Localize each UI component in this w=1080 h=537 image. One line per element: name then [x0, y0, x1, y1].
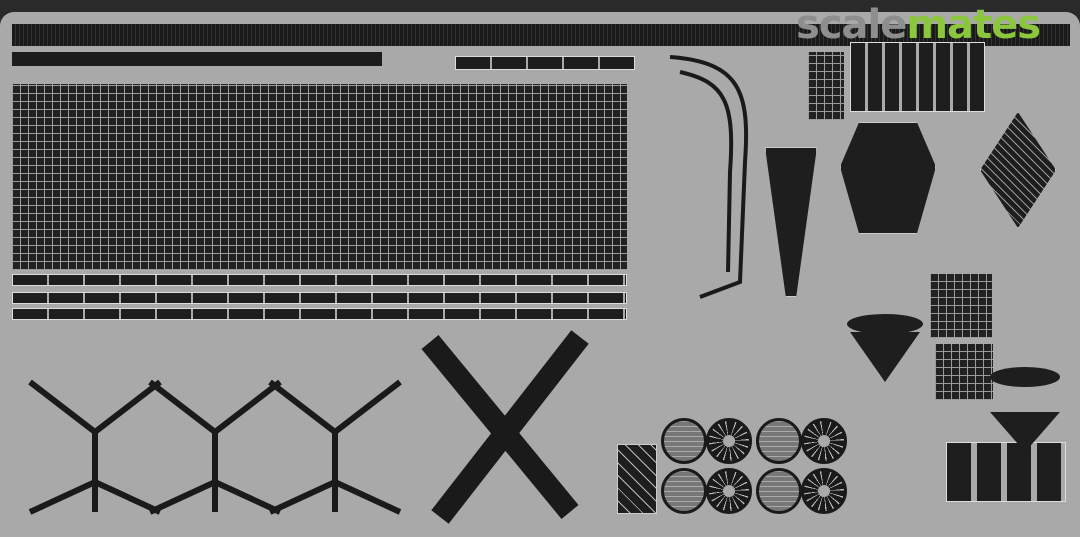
headlight-lattice — [617, 444, 657, 514]
net-grid — [12, 84, 627, 270]
ladder-strip-1 — [12, 274, 627, 286]
small-platforms — [946, 442, 1066, 502]
scalemates-watermark: scalemates — [796, 2, 1041, 48]
grate-1 — [930, 274, 992, 338]
radar-dishes — [847, 314, 1060, 452]
railing-strip — [12, 52, 382, 66]
disc-spoked — [801, 418, 847, 464]
ladder-strip-2 — [12, 292, 627, 304]
grate-2 — [935, 344, 993, 400]
disc-spoked — [801, 468, 847, 514]
small-grid — [808, 52, 844, 120]
ladder-strip-3 — [12, 308, 627, 320]
disc-grate — [661, 468, 707, 514]
disc-grate — [661, 418, 707, 464]
photo-etch-fret — [0, 12, 1080, 537]
bracket-parts — [850, 42, 985, 112]
watermark-mates: mates — [906, 2, 1041, 48]
etch-outlines — [28, 55, 1060, 524]
disc-grate — [756, 418, 802, 464]
top-railing-strip — [12, 24, 1070, 46]
disc-spoked — [706, 418, 752, 464]
curved-ladders — [669, 55, 749, 299]
disc-spoked — [706, 468, 752, 514]
hex-platform — [840, 122, 936, 234]
small-parts-strip — [455, 56, 635, 70]
watermark-scale: scale — [796, 2, 907, 48]
x-brace — [421, 330, 589, 524]
y-antennas — [28, 379, 402, 515]
disc-grate — [756, 468, 802, 514]
